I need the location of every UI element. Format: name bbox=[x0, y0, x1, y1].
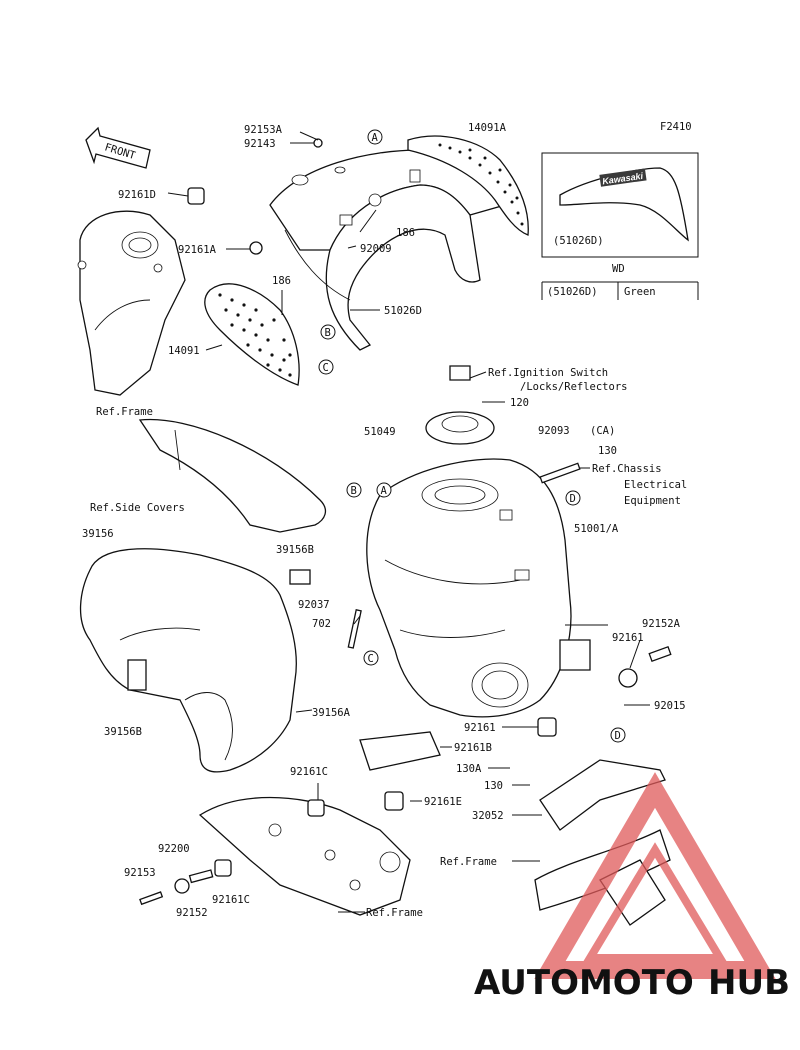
svg-text:B: B bbox=[351, 485, 357, 497]
watermark-text-1: AUTOMOTO bbox=[474, 963, 694, 1003]
callout-92152: 92152 bbox=[176, 907, 208, 919]
callout-92153: 92153 bbox=[124, 867, 156, 879]
svg-text:B: B bbox=[325, 327, 331, 339]
mesh-panel-14091A bbox=[407, 135, 529, 236]
diagram-code: F2410 bbox=[660, 121, 692, 133]
front-arrow-icon: FRONT bbox=[85, 126, 151, 169]
leader-lines bbox=[167, 131, 650, 913]
callout-92161-mid: 92161 bbox=[464, 722, 496, 734]
marker-d-bracket: D bbox=[610, 727, 626, 743]
callout-ref-side-covers: Ref.Side Covers bbox=[90, 502, 185, 514]
callout-92153A: 92153A bbox=[244, 124, 283, 136]
callout-92009: 92009 bbox=[360, 243, 392, 255]
side-cover-left bbox=[138, 418, 327, 533]
watermark-text-2: HUB bbox=[708, 963, 790, 1003]
callout-ref-chassis-1: Ref.Chassis bbox=[592, 463, 662, 475]
watermark-logo bbox=[534, 772, 776, 979]
marker-b-tank: B bbox=[346, 482, 362, 498]
callout-51049: 51049 bbox=[364, 426, 396, 438]
callout-14091A: 14091A bbox=[468, 122, 507, 134]
callout-92161D: 92161D bbox=[118, 189, 156, 201]
callout-92152A: 92152A bbox=[642, 618, 681, 630]
callout-92037: 92037 bbox=[298, 599, 330, 611]
marker-b-top: B bbox=[320, 324, 336, 340]
callout-ref-frame-bot: Ref.Frame bbox=[366, 907, 423, 919]
wd-color: Green bbox=[624, 286, 656, 298]
fuel-tank bbox=[366, 458, 572, 718]
callout-130-top: 130 bbox=[598, 445, 617, 457]
callout-92161E: 92161E bbox=[424, 796, 462, 808]
callout-92200: 92200 bbox=[158, 843, 190, 855]
svg-text:C: C bbox=[323, 362, 329, 374]
frame-lower bbox=[198, 796, 411, 916]
fuel-cap bbox=[425, 365, 495, 445]
wd-color-table: WD (51026D) Green bbox=[541, 263, 699, 300]
callout-ref-chassis-3: Equipment bbox=[624, 495, 681, 507]
svg-text:A: A bbox=[381, 485, 388, 497]
callout-14091: 14091 bbox=[168, 345, 200, 357]
marker-a-tank: A bbox=[376, 482, 392, 498]
small-parts bbox=[127, 138, 672, 906]
callout-ref-ignition-1: Ref.Ignition Switch bbox=[488, 367, 608, 379]
svg-text:D: D bbox=[570, 493, 576, 505]
svg-text:C: C bbox=[368, 653, 374, 665]
callout-186-mid: 186 bbox=[272, 275, 291, 287]
callout-702: 702 bbox=[312, 618, 331, 630]
callout-130A: 130A bbox=[456, 763, 482, 775]
marker-d-right: D bbox=[565, 490, 581, 506]
callout-120: 120 bbox=[510, 397, 529, 409]
frame-upper bbox=[77, 210, 186, 396]
callout-ref-frame-top: Ref.Frame bbox=[96, 406, 153, 418]
callout-39156: 39156 bbox=[82, 528, 114, 540]
callout-51026D: 51026D bbox=[384, 305, 422, 317]
callout-ref-frame-right: Ref.Frame bbox=[440, 856, 497, 868]
callout-92161C-bot: 92161C bbox=[212, 894, 250, 906]
callout-92093: 92093 bbox=[538, 425, 570, 437]
mesh-panel-14091 bbox=[204, 283, 300, 386]
callout-130-bot: 130 bbox=[484, 780, 503, 792]
callout-92143: 92143 bbox=[244, 138, 276, 150]
callout-39156B-top: 39156B bbox=[276, 544, 314, 556]
callout-92161B: 92161B bbox=[454, 742, 492, 754]
marker-a-top: A bbox=[367, 129, 383, 145]
marker-c-tank: C bbox=[363, 650, 379, 666]
marker-c-top: C bbox=[318, 359, 334, 375]
callout-186-top: 186 bbox=[396, 227, 415, 239]
svg-text:A: A bbox=[372, 132, 379, 144]
callout-32052: 32052 bbox=[472, 810, 504, 822]
callout-92093-ca: (CA) bbox=[590, 425, 615, 437]
callout-ref-ignition-2: /Locks/Reflectors bbox=[520, 381, 627, 393]
wd-header: WD bbox=[612, 263, 625, 275]
callout-51001A: 51001/A bbox=[574, 523, 619, 535]
callout-39156B-left: 39156B bbox=[104, 726, 142, 738]
inset-part-ref: (51026D) bbox=[553, 235, 604, 247]
callout-92015: 92015 bbox=[654, 700, 686, 712]
callout-92161-right: 92161 bbox=[612, 632, 644, 644]
inset-color-variant: Kawasaki (51026D) bbox=[541, 152, 699, 258]
callout-ref-chassis-2: Electrical bbox=[624, 479, 687, 491]
svg-text:D: D bbox=[615, 730, 621, 742]
callout-92161C-top: 92161C bbox=[290, 766, 328, 778]
callout-39156A: 39156A bbox=[312, 707, 351, 719]
side-shroud-39156 bbox=[79, 548, 297, 773]
callout-92161A: 92161A bbox=[178, 244, 217, 256]
wd-part: (51026D) bbox=[547, 286, 598, 298]
